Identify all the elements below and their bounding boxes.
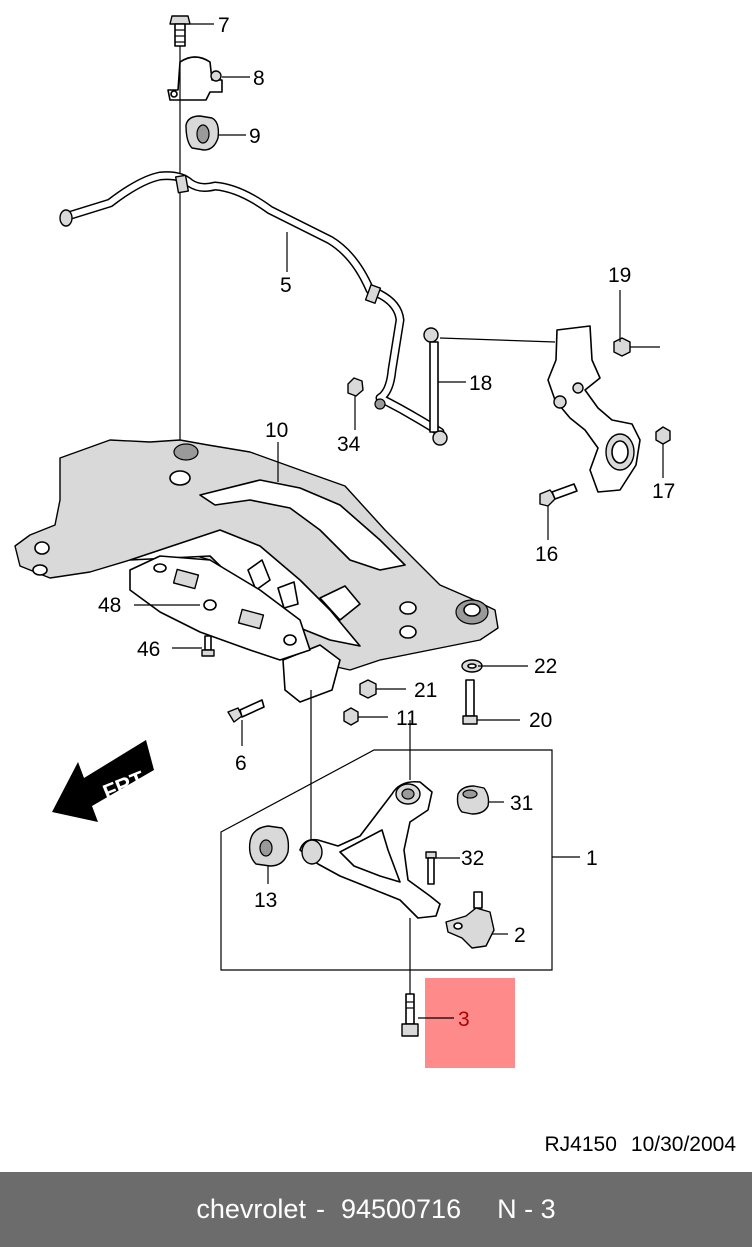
highlight-box bbox=[425, 978, 515, 1068]
ball-joint-2 bbox=[445, 891, 495, 949]
bolt-3[interactable] bbox=[401, 993, 419, 1037]
footer-brand: chevrolet bbox=[196, 1194, 306, 1224]
callout-22[interactable]: 22 bbox=[534, 655, 557, 678]
drawing-date: 10/30/2004 bbox=[630, 1133, 736, 1156]
callout-labels: 7 8 9 5 19 18 34 10 17 16 48 46 22 21 20… bbox=[98, 14, 675, 1031]
stabilizer-bolt-7 bbox=[169, 15, 191, 47]
front-direction-arrow: FRT bbox=[52, 740, 154, 822]
bolt-32 bbox=[425, 851, 437, 885]
callout-32[interactable]: 32 bbox=[461, 847, 484, 870]
bolt-20 bbox=[462, 679, 478, 725]
nut-17 bbox=[655, 426, 671, 445]
bolt-16 bbox=[539, 483, 578, 507]
callout-5[interactable]: 5 bbox=[280, 274, 292, 297]
callout-7[interactable]: 7 bbox=[218, 14, 230, 37]
lower-control-arm bbox=[299, 780, 441, 919]
callout-9[interactable]: 9 bbox=[249, 125, 261, 148]
crossmember-10 bbox=[14, 439, 499, 703]
callout-2[interactable]: 2 bbox=[514, 924, 526, 947]
nut-34 bbox=[347, 377, 386, 410]
footer-part-number: 94500716 bbox=[340, 1194, 462, 1224]
callout-10[interactable]: 10 bbox=[265, 419, 288, 442]
callout-31[interactable]: 31 bbox=[510, 792, 533, 815]
callout-1[interactable]: 1 bbox=[586, 847, 598, 870]
bolt-6 bbox=[227, 699, 265, 723]
callout-20[interactable]: 20 bbox=[529, 709, 552, 732]
callout-18[interactable]: 18 bbox=[469, 372, 492, 395]
callout-19[interactable]: 19 bbox=[608, 264, 631, 287]
leader-lines bbox=[134, 23, 664, 1019]
drawing-id: RJ4150 bbox=[544, 1133, 617, 1156]
drawing-code: RJ4150 10/30/2004 bbox=[545, 1133, 737, 1157]
steering-knuckle bbox=[547, 325, 641, 493]
callout-17[interactable]: 17 bbox=[652, 480, 675, 503]
bolt-19 bbox=[613, 337, 631, 357]
callout-48[interactable]: 48 bbox=[98, 594, 121, 617]
stabilizer-link-18 bbox=[423, 327, 556, 446]
footer-position: N - 3 bbox=[497, 1194, 556, 1224]
control-arm-bushing-31 bbox=[456, 785, 490, 815]
callout-21[interactable]: 21 bbox=[414, 679, 437, 702]
callout-3[interactable]: 3 bbox=[458, 1008, 470, 1031]
callout-46[interactable]: 46 bbox=[137, 638, 160, 661]
callout-16[interactable]: 16 bbox=[535, 543, 558, 566]
skid-plate-48 bbox=[129, 555, 311, 661]
bolt-46 bbox=[201, 635, 215, 657]
stabilizer-bracket-8 bbox=[167, 56, 223, 101]
nut-21 bbox=[359, 679, 377, 699]
callout-11[interactable]: 11 bbox=[396, 707, 418, 730]
footer-bar: chevrolet - 94500716 N - 3 bbox=[0, 1172, 752, 1247]
nut-11 bbox=[343, 707, 359, 726]
control-arm-bushing-13 bbox=[248, 825, 290, 867]
callout-13[interactable]: 13 bbox=[254, 889, 277, 912]
callout-8[interactable]: 8 bbox=[253, 67, 265, 90]
stabilizer-bar-5 bbox=[59, 171, 445, 437]
stabilizer-bushing-9 bbox=[185, 115, 220, 151]
callout-34[interactable]: 34 bbox=[337, 433, 361, 456]
callout-6[interactable]: 6 bbox=[235, 752, 247, 775]
footer-separator: - bbox=[315, 1194, 325, 1224]
control-arm-assembly-box bbox=[220, 749, 553, 971]
suspension-exploded-diagram: FRT bbox=[14, 14, 675, 1068]
